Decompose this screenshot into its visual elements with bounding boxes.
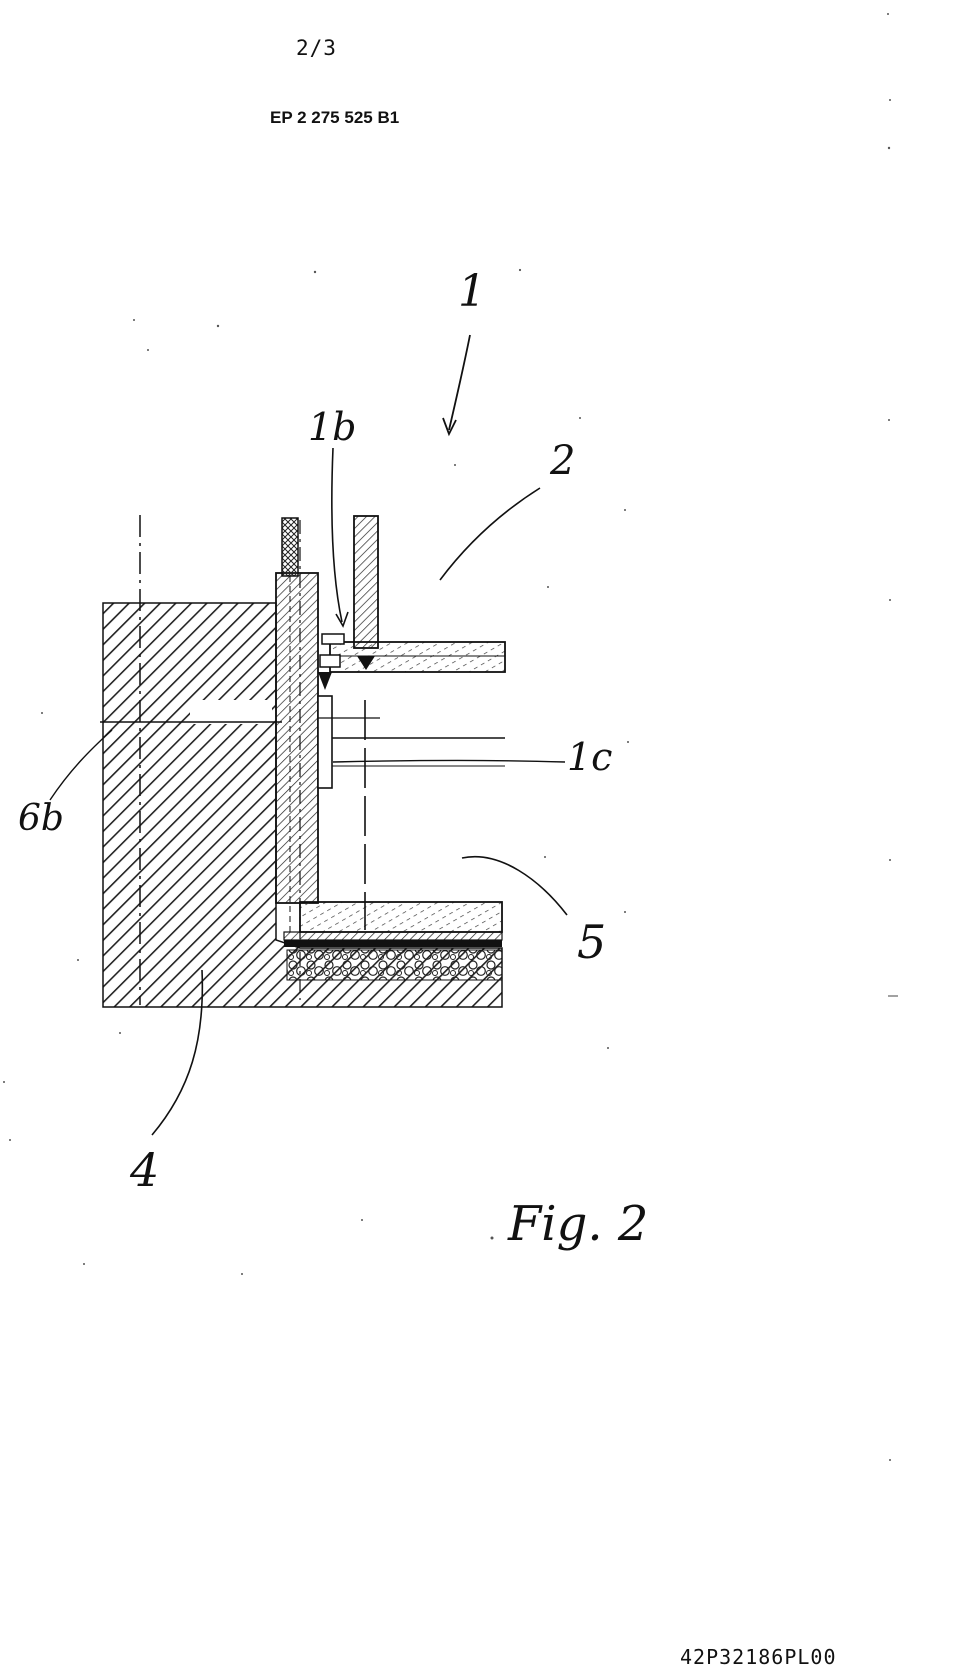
ref-label-1b: 1b [308, 405, 357, 449]
patent-number: EP 2 275 525 B1 [270, 108, 400, 127]
document-code: 42P32186PL00 [680, 1645, 837, 1669]
ref-label-6b: 6b [18, 798, 64, 839]
gravel-layer [286, 949, 503, 981]
ref-label-1: 1 [458, 266, 486, 317]
figure-caption: Fig. 2 [507, 1196, 648, 1252]
soil-gap [190, 700, 272, 724]
ref-label-5: 5 [577, 915, 606, 969]
ref-label-4: 4 [129, 1143, 159, 1197]
vertical-wall-plate [275, 572, 319, 904]
connector-element [321, 633, 345, 645]
page-number: 2/3 [296, 36, 337, 60]
horizontal-slab [329, 641, 506, 673]
ref-label-1c: 1c [567, 735, 612, 779]
upper-wall [353, 515, 379, 649]
ref-label-2: 2 [549, 438, 575, 484]
element-1c [317, 695, 333, 789]
bottom-slab [299, 901, 503, 933]
